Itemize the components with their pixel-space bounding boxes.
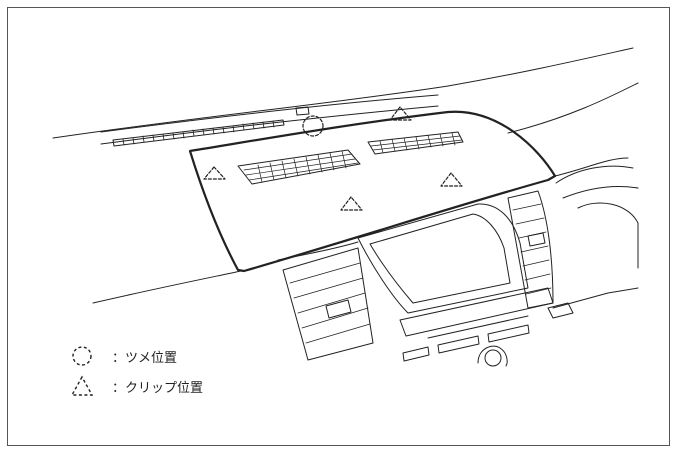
- dash-lower-line: [92, 270, 242, 304]
- dashed-circle-icon: [72, 346, 92, 366]
- dash-outer-curve: [507, 82, 639, 134]
- cover-vent-right-slats: [370, 132, 463, 154]
- knob-inner: [484, 349, 502, 367]
- dashboard-top-line-2: [100, 105, 439, 145]
- lower-right-panel: [547, 302, 574, 319]
- button-row: [402, 324, 530, 362]
- vent-knob: [325, 299, 352, 319]
- center-vent-left: [282, 247, 374, 361]
- audio-panel: [399, 287, 554, 337]
- dashboard-illustration: [52, 47, 639, 367]
- windshield-line: [52, 47, 634, 139]
- legend-item-clip: ：クリップ位置: [70, 374, 203, 398]
- legend-label-tab: ：ツメ位置: [112, 350, 178, 366]
- dash-right-line: [554, 157, 629, 177]
- cd-slot: [427, 315, 529, 339]
- defroster-slats: [122, 120, 275, 146]
- cover-vent-left: [237, 149, 361, 185]
- legend-label-clip: ：クリップ位置: [112, 380, 204, 396]
- vent-knob-right: [527, 232, 546, 247]
- right-gauge: [577, 202, 639, 269]
- right-lower: [552, 287, 639, 309]
- dashboard-top-line: [100, 94, 439, 133]
- center-sensor: [295, 106, 310, 116]
- clip-marker: [203, 106, 463, 211]
- dash-lower-line-2: [277, 241, 359, 261]
- screen-bezel: [357, 203, 529, 314]
- figure-frame: ：ツメ位置 ：クリップ位置: [7, 7, 670, 446]
- screen-inner: [369, 213, 511, 304]
- right-bezel-2: [562, 185, 639, 199]
- defroster-strip: [112, 119, 285, 147]
- cover-vent-left-slats: [243, 150, 359, 183]
- center-vent-left-slats: [289, 262, 371, 344]
- tab-marker: [302, 115, 324, 137]
- right-bezel: [555, 165, 634, 184]
- dashed-triangle-icon: [70, 375, 94, 396]
- legend-item-tab: ：ツメ位置: [70, 344, 177, 368]
- knob: [477, 345, 508, 367]
- upper-cover: [188, 110, 557, 273]
